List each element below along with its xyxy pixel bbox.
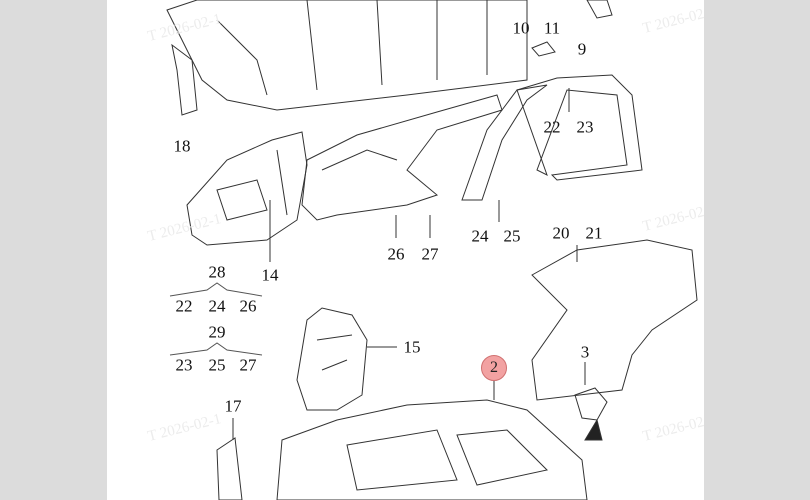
body-side-outer-part-2: [276, 380, 603, 500]
pillar-part-24-25: [461, 84, 548, 222]
callout-24-group[interactable]: 24: [208, 296, 226, 316]
callout-15[interactable]: 15: [403, 337, 421, 357]
callout-14[interactable]: 14: [261, 265, 279, 285]
callout-2-highlighted[interactable]: 2: [481, 355, 507, 381]
body-side-upper-part: [166, 0, 528, 116]
callout-23-group[interactable]: 23: [175, 355, 193, 375]
callout-17[interactable]: 17: [224, 396, 242, 416]
parts-illustration: [166, 0, 698, 500]
seal-part-3: [574, 362, 608, 421]
callout-25-group[interactable]: 25: [208, 355, 226, 375]
callout-22-group[interactable]: 22: [175, 296, 193, 316]
callout-27[interactable]: 27: [421, 244, 439, 264]
group-brackets: [169, 282, 263, 356]
callout-11[interactable]: 11: [543, 18, 561, 38]
callout-27-group[interactable]: 27: [239, 355, 257, 375]
callout-9[interactable]: 9: [577, 39, 587, 59]
pillar-part-17: [216, 418, 243, 500]
pillar-part-22-23: [516, 74, 643, 181]
callout-26[interactable]: 26: [387, 244, 405, 264]
bracket-part-9: [531, 41, 556, 57]
callout-25[interactable]: 25: [503, 226, 521, 246]
callout-28[interactable]: 28: [208, 262, 226, 282]
callout-3[interactable]: 3: [580, 342, 590, 362]
callout-22[interactable]: 22: [543, 117, 561, 137]
wheelhouse-part-15: [296, 307, 397, 411]
inner-wheelhouse-part-14: [186, 131, 308, 262]
callout-29[interactable]: 29: [208, 322, 226, 342]
callout-26-group[interactable]: 26: [239, 296, 257, 316]
callout-20[interactable]: 20: [552, 223, 570, 243]
callout-21[interactable]: 21: [585, 223, 603, 243]
bracket-part-10-11: [586, 0, 613, 19]
callout-10[interactable]: 10: [512, 18, 530, 38]
quarter-panel-part-26-27: [301, 94, 503, 238]
callout-24[interactable]: 24: [471, 226, 489, 246]
callout-18[interactable]: 18: [173, 136, 191, 156]
callout-23[interactable]: 23: [576, 117, 594, 137]
parts-diagram-sheet: T 2026-02-1 T 2026-02-1 T 2026-02-1 T 20…: [107, 0, 704, 500]
front-fender-part-20-21: [531, 239, 698, 401]
